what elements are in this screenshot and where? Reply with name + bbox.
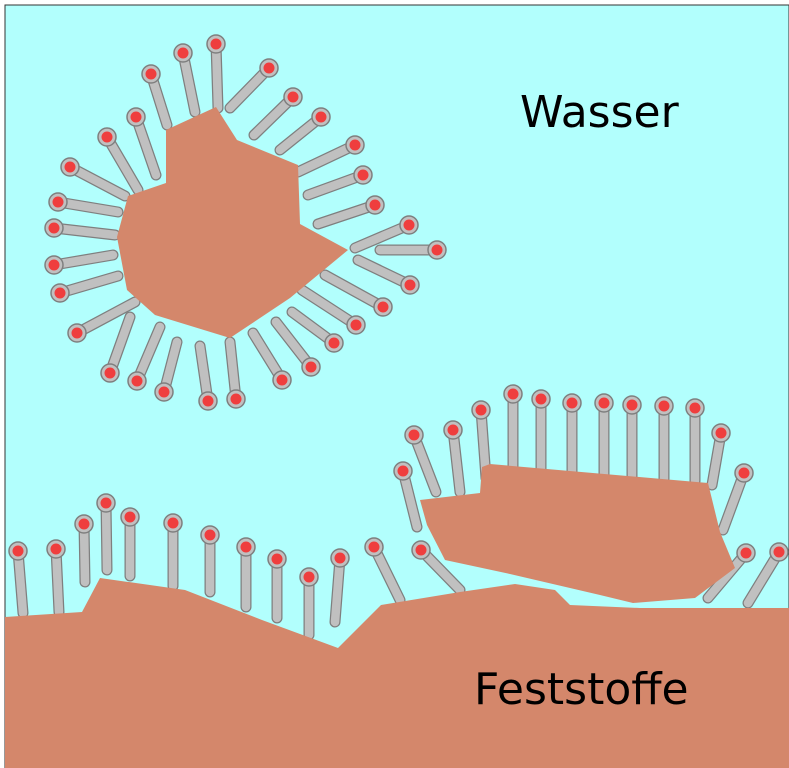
surfactant-head [65, 162, 76, 173]
surfactant-head [350, 140, 361, 151]
surfactant-head [409, 430, 420, 441]
solids-label: Feststoffe [474, 668, 689, 712]
surfactant-head [739, 468, 750, 479]
surfactant-head [231, 394, 242, 405]
surfactant-head [264, 63, 275, 74]
surfactant-head [49, 260, 60, 271]
surfactant-head [178, 48, 189, 59]
surfactant-head [659, 401, 670, 412]
water-label: Wasser [520, 91, 679, 135]
surfactant-head [288, 92, 299, 103]
surfactant-head [476, 405, 487, 416]
surfactant-head [316, 112, 327, 123]
surfactant-head [241, 542, 252, 553]
surfactant-head [329, 338, 340, 349]
surfactant-head [432, 245, 443, 256]
surfactant-head [358, 170, 369, 181]
surfactant-head [53, 197, 64, 208]
surfactant-head [211, 39, 222, 50]
surfactant-head [146, 69, 157, 80]
surfactant-head [306, 362, 317, 373]
surfactant-head [101, 498, 112, 509]
surfactant-head [599, 398, 610, 409]
surfactant-head [102, 132, 113, 143]
surfactant-head [159, 387, 170, 398]
surfactant-head [416, 545, 427, 556]
surfactant-head [774, 547, 785, 558]
surfactant-head [404, 220, 415, 231]
surfactant-head [13, 546, 24, 557]
surfactant-head [716, 428, 727, 439]
surfactant-head [508, 389, 519, 400]
surfactant-head [72, 328, 83, 339]
surfactant-head [351, 320, 362, 331]
surfactant-head [369, 542, 380, 553]
surfactant-head [567, 398, 578, 409]
surfactant-head [398, 466, 409, 477]
surfactant-head [132, 376, 143, 387]
surfactant-head [272, 554, 283, 565]
surfactant-head [448, 425, 459, 436]
surfactant-head [131, 112, 142, 123]
surfactant-tail-fill [106, 503, 107, 570]
surfactant-head [405, 280, 416, 291]
surfactant-head [277, 375, 288, 386]
surfactant-head [741, 548, 752, 559]
surfactant-head [168, 518, 179, 529]
surfactant-head [79, 519, 90, 530]
surfactant-head [304, 572, 315, 583]
surfactant-head [55, 288, 66, 299]
surfactant-head [378, 302, 389, 313]
surfactant-head [335, 553, 346, 564]
surfactant-head [203, 396, 214, 407]
surfactant-head [690, 403, 701, 414]
surfactant-head [370, 200, 381, 211]
surfactant-head [205, 530, 216, 541]
surfactant-head [105, 368, 116, 379]
surfactant-head [536, 394, 547, 405]
surfactant-head [125, 512, 136, 523]
surfactant-head [49, 223, 60, 234]
surfactant-head [51, 544, 62, 555]
surfactant-head [627, 400, 638, 411]
